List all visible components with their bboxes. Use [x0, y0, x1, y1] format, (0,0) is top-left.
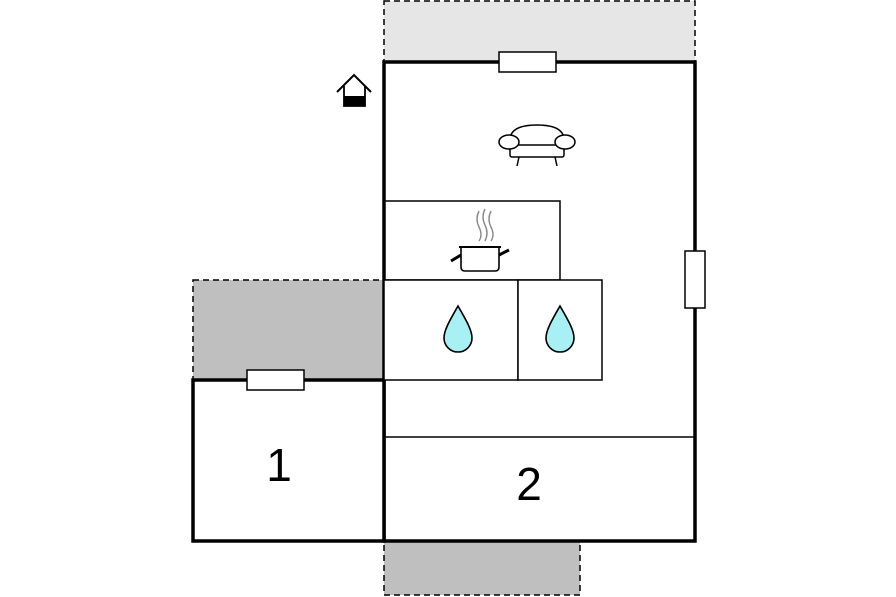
terrace-left — [192, 279, 385, 381]
terrace-bottom — [383, 540, 581, 596]
water-drop-icon — [545, 304, 575, 353]
water-drop-icon — [443, 304, 473, 353]
window-right — [684, 250, 706, 309]
annex-outline — [191, 378, 386, 543]
sofa-icon — [498, 124, 576, 167]
cooking-pot-icon — [450, 208, 510, 272]
window-left — [246, 369, 305, 391]
room-label-2: 2 — [516, 458, 542, 510]
room-label-1: 1 — [266, 439, 292, 491]
window-top — [498, 51, 557, 73]
entrance-house-icon — [336, 73, 372, 107]
